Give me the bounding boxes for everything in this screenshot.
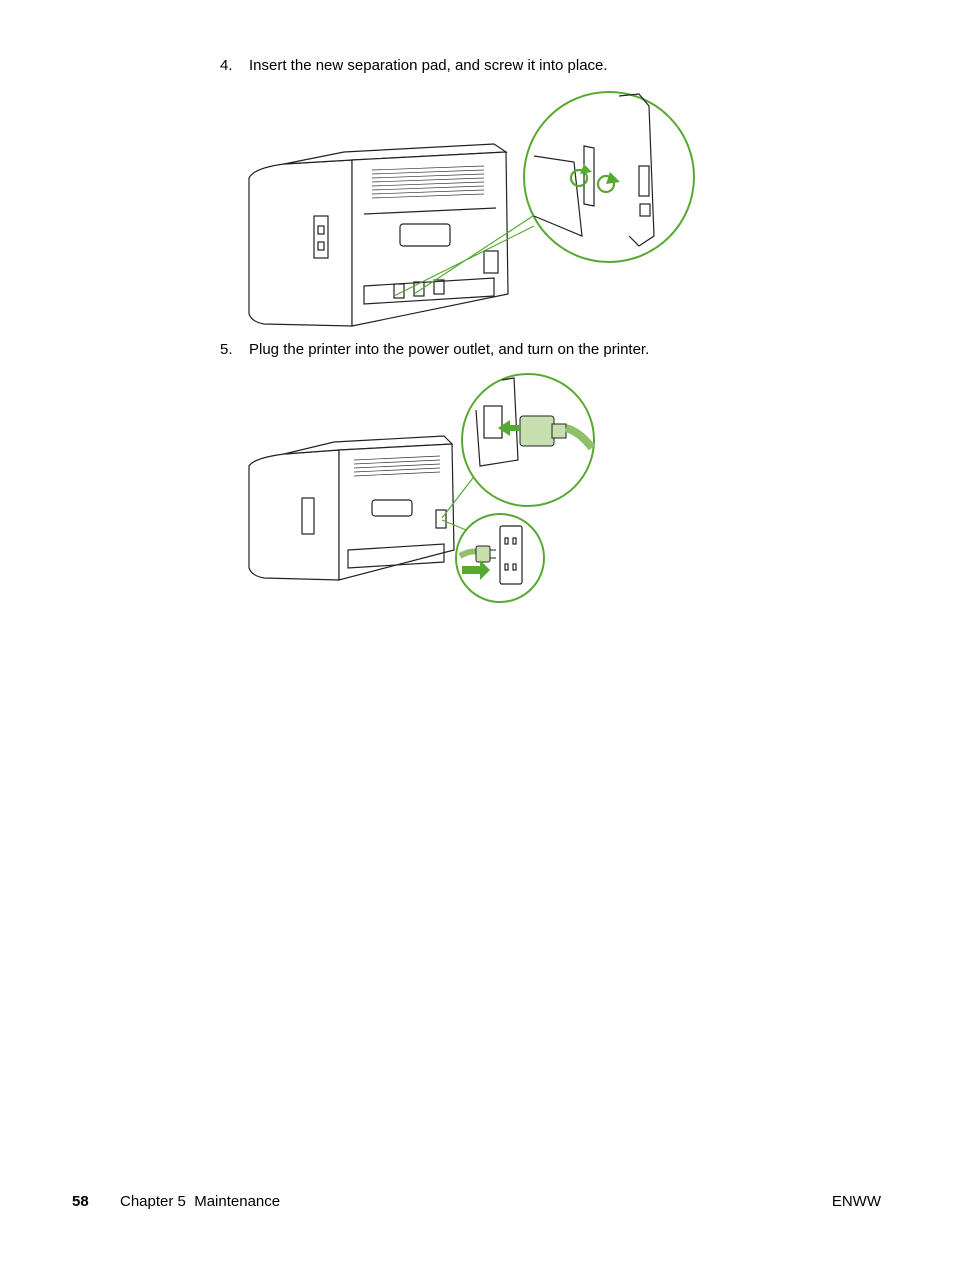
step-text: Insert the new separation pad, and screw… (249, 57, 608, 74)
printer-top (283, 143, 508, 165)
printer-rear-panel (351, 151, 509, 327)
step-number: 5. (220, 341, 233, 358)
wall-outlet (499, 525, 523, 585)
chapter-title: Chapter 5 Maintenance (120, 1193, 281, 1210)
side-port (313, 215, 329, 259)
power-socket (483, 250, 499, 274)
page-number: 58 (72, 1193, 89, 1210)
arrow-right-icon (462, 560, 490, 580)
arrow-left-icon (498, 420, 520, 436)
side-port (301, 497, 315, 535)
printer-top (283, 435, 454, 455)
printer-side-panel (248, 159, 353, 327)
step-text: Plug the printer into the power outlet, … (249, 341, 650, 358)
rear-door-handle (371, 499, 413, 517)
power-cord (519, 415, 596, 451)
step-4: 4. Insert the new separation pad, and scr… (220, 57, 608, 75)
screw-rotate-arrows-icon (569, 168, 616, 194)
printer-side-panel (248, 449, 340, 581)
step-5: 5. Plug the printer into the power outlet… (220, 341, 649, 359)
plug (458, 545, 496, 563)
rear-door-handle (399, 223, 451, 247)
step-number: 4. (220, 57, 233, 74)
power-connection-illustration (248, 373, 596, 603)
printer-rear-panel (338, 443, 455, 581)
vent-grille (353, 455, 441, 477)
vent-grille (371, 165, 485, 199)
separation-pad-illustration (248, 91, 695, 327)
doc-identifier: ENWW (831, 1193, 881, 1210)
